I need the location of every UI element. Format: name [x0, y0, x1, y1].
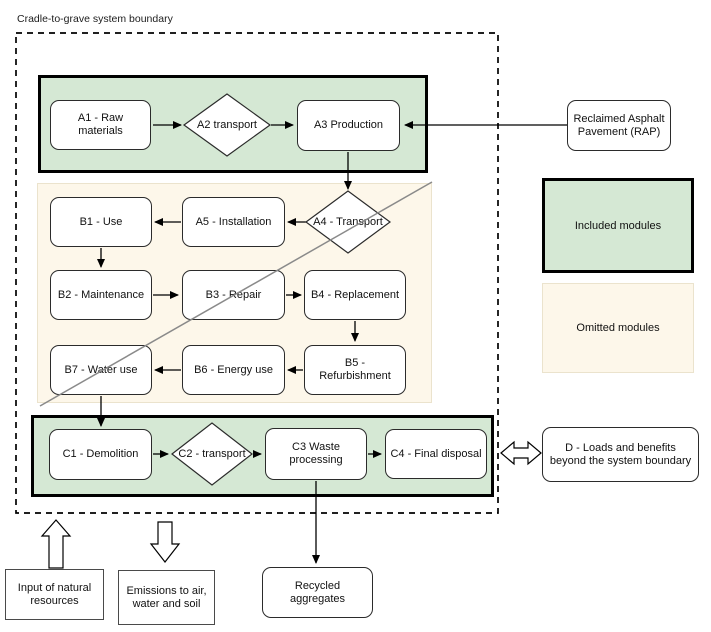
node-b3-repair: B3 - Repair [182, 270, 285, 320]
input-up-block-arrow [40, 519, 72, 569]
node-a1-raw-materials: A1 - Raw materials [50, 100, 151, 150]
node-c3-waste-processing: C3 Waste processing [265, 428, 367, 480]
node-a5-installation: A5 - Installation [182, 197, 285, 247]
node-b7-water-use: B7 - Water use [50, 345, 152, 395]
node-input-natural-resources: Input of natural resources [5, 569, 104, 620]
node-b2-maintenance: B2 - Maintenance [50, 270, 152, 320]
emissions-down-block-arrow [149, 521, 181, 563]
node-a3-production: A3 Production [297, 100, 400, 151]
node-c4-final-disposal: C4 - Final disposal [385, 429, 487, 479]
node-b1-use: B1 - Use [50, 197, 152, 247]
legend-included-modules: Included modules [542, 178, 694, 273]
node-emissions-air-water-soil: Emissions to air, water and soil [118, 570, 215, 625]
legend-omitted-modules: Omitted modules [542, 283, 694, 373]
boundary-title: Cradle-to-grave system boundary [17, 13, 173, 25]
double-arrow-c-d [500, 440, 542, 466]
node-d-loads-benefits: D - Loads and benefits beyond the system… [542, 427, 699, 482]
node-b6-energy-use: B6 - Energy use [182, 345, 285, 395]
node-c1-demolition: C1 - Demolition [49, 429, 152, 480]
node-reclaimed-asphalt-pavement: Reclaimed Asphalt Pavement (RAP) [567, 100, 671, 151]
node-recycled-aggregates: Recycled aggregates [262, 567, 373, 618]
node-b4-replacement: B4 - Replacement [304, 270, 406, 320]
node-b5-refurbishment: B5 - Refurbishment [304, 345, 406, 395]
